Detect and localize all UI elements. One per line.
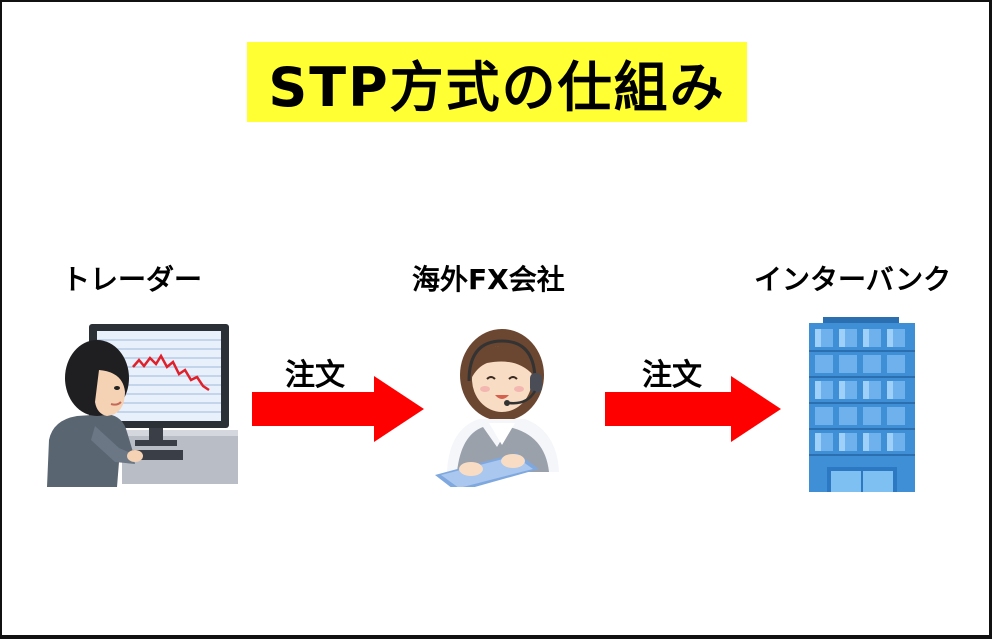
trader-label: トレーダー bbox=[62, 263, 203, 296]
trader-at-computer-icon bbox=[47, 324, 238, 487]
call-center-operator-icon bbox=[435, 329, 559, 487]
arrow-right-icon bbox=[605, 376, 781, 442]
office-building-icon bbox=[809, 317, 915, 492]
interbank-label: インターバンク bbox=[754, 263, 952, 296]
arrow-right-icon bbox=[252, 376, 424, 442]
diagram-title: STP方式の仕組み bbox=[247, 42, 747, 122]
order-label-2: 注文 bbox=[642, 358, 702, 393]
order-label-1: 注文 bbox=[285, 358, 345, 393]
broker-label: 海外FX会社 bbox=[412, 263, 565, 296]
